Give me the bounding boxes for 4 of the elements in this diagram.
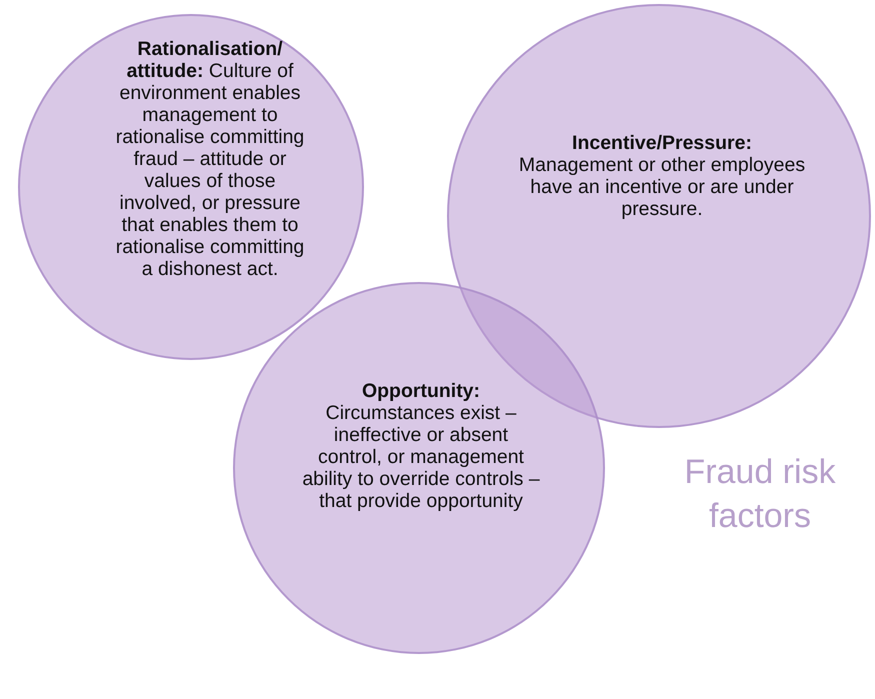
caption-text: Fraud risk factors (683, 452, 837, 537)
circle-text: Opportunity: Circumstances exist – ineffective or absent control, or management ability to override controls – that provide opportunity (301, 380, 541, 512)
circle-text: Rationalisation/ attitude: Culture of environment enables management to rationalise committing fraud – attitude or values of those involved, or pressure that enables them to rationalise committing a dishonest act. (114, 38, 306, 280)
circle-text: Incentive/Pressure: Management or other employees have an incentive or are under pressure. (518, 132, 806, 220)
